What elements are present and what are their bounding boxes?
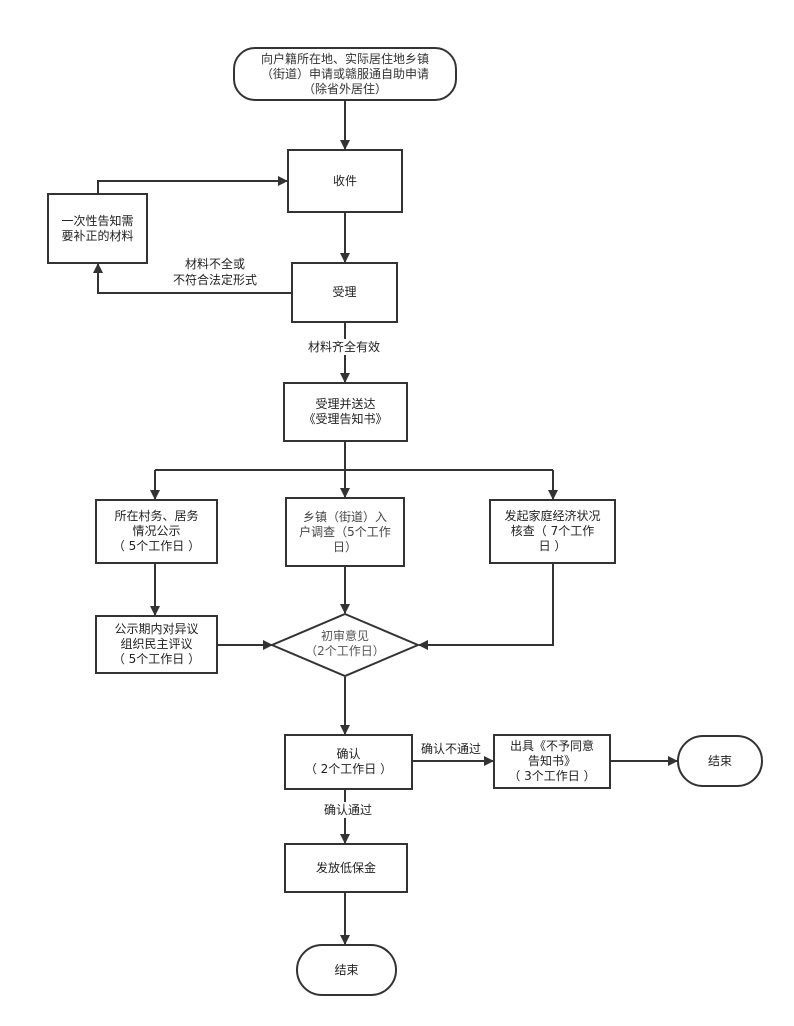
survey-node: 乡镇（街道）入 户调查（5个工作 日）	[285, 497, 405, 567]
label-confirm-fail: 确认不通过	[420, 742, 481, 756]
preliminary-node-label: 初审意见 （2个工作日）	[305, 629, 385, 658]
end-node-right: 结束	[677, 735, 763, 787]
objection-node: 公示期内对异议 组织民主评议 （ 5个工作日 ）	[95, 615, 218, 674]
arrow-notify-to-receive	[97, 176, 288, 193]
publicity-node: 所在村务、居务 情况公示 （ 5个工作日 ）	[95, 499, 218, 564]
end-node-bottom: 结束	[296, 944, 397, 996]
label-complete: 材料齐全有效	[294, 339, 394, 355]
issue-node: 发放低保金	[284, 843, 408, 893]
decision-diamond	[269, 612, 421, 678]
arrow-check-to-preliminary	[418, 564, 554, 650]
label-incomplete: 材料不全或 不符合法定形式	[172, 257, 257, 287]
notify-node: 一次性告知需 要补正的材料	[47, 193, 148, 264]
confirm-node: 确认 （ 2个工作日 ）	[284, 734, 413, 790]
arrow-accept-to-notify	[93, 263, 291, 294]
start-node: 向户籍所在地、实际居住地乡镇 （街道）申请或赣服通自助申请 （除省外居住）	[233, 47, 457, 101]
disagree-notice-node: 出具《不予同意 告知书》 （ 3个工作日 ）	[493, 734, 611, 789]
economic-check-node: 发起家庭经济状况 核查（ 7个工作 日 ）	[489, 499, 616, 564]
receive-node: 收件	[287, 149, 403, 213]
label-confirm-pass: 确认通过	[310, 802, 386, 818]
accept-node: 受理	[291, 262, 398, 323]
send-notice-node: 受理并送达 《受理告知书》	[283, 382, 408, 442]
